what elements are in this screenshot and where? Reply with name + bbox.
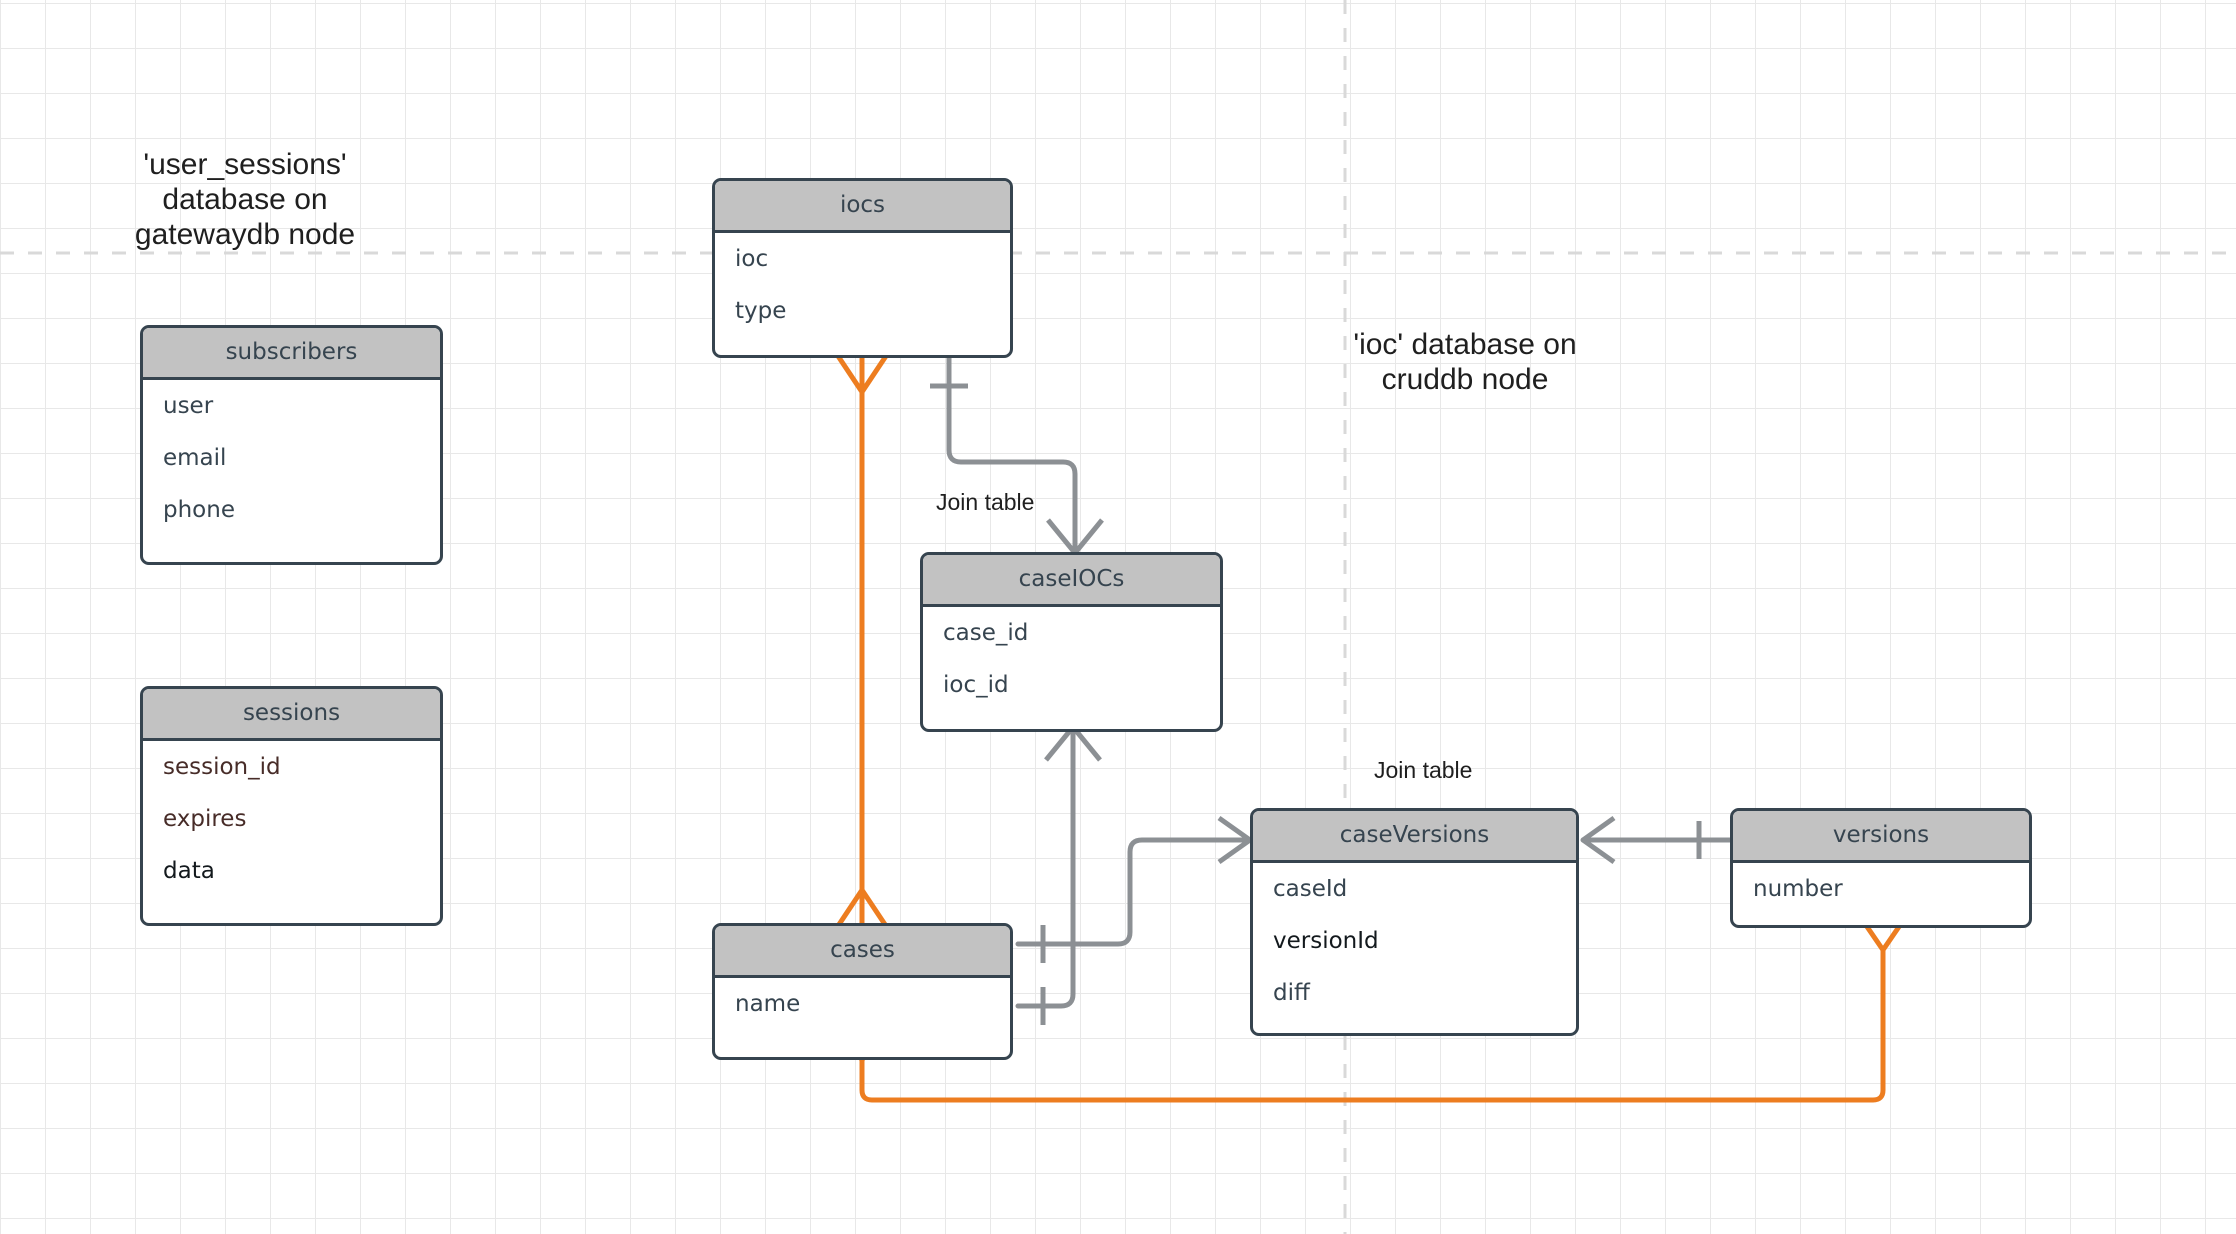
entity-iocs-title: iocs <box>715 181 1010 233</box>
entity-iocs[interactable]: iocs ioc type <box>712 178 1013 358</box>
field-session-id[interactable]: session_id <box>163 754 281 780</box>
field-user[interactable]: user <box>163 393 214 419</box>
entity-caseiocs[interactable]: caseIOCs case_id ioc_id <box>920 552 1223 732</box>
relation-caseversions-to-versions <box>1580 815 1733 865</box>
entity-subscribers[interactable]: subscribers user email phone <box>140 325 443 565</box>
field-email[interactable]: email <box>163 445 227 471</box>
cruddb-note: 'ioc' database on cruddb node <box>1300 328 1630 398</box>
entity-sessions[interactable]: sessions session_id expires data <box>140 686 443 926</box>
field-expires[interactable]: expires <box>163 806 247 832</box>
cruddb-note-line1: 'ioc' database on <box>1353 328 1577 361</box>
entity-sessions-fields: session_id expires data <box>143 741 440 897</box>
field-type[interactable]: type <box>735 298 787 324</box>
field-case-id[interactable]: case_id <box>943 620 1029 646</box>
gatewaydb-note: 'user_sessions' database on gatewaydb no… <box>85 148 405 252</box>
entity-versions[interactable]: versions number <box>1730 808 2032 928</box>
entity-cases-title: cases <box>715 926 1010 978</box>
entity-subscribers-fields: user email phone <box>143 380 440 536</box>
entity-caseversions-fields: caseId versionId diff <box>1253 863 1576 1019</box>
field-ioc-id[interactable]: ioc_id <box>943 672 1009 698</box>
relation-iocs-to-caseiocs <box>930 354 1104 556</box>
gatewaydb-note-line2: database on <box>162 182 328 216</box>
entity-versions-title: versions <box>1733 811 2029 863</box>
field-versionid[interactable]: versionId <box>1273 928 1379 954</box>
gatewaydb-note-line3: gatewaydb node <box>134 217 356 251</box>
field-diff[interactable]: diff <box>1273 980 1310 1006</box>
join-label-caseiocs: Join table <box>936 489 1035 515</box>
entity-sessions-title: sessions <box>143 689 440 741</box>
entity-versions-fields: number <box>1733 863 2029 915</box>
field-data[interactable]: data <box>163 858 215 884</box>
entity-cases-fields: name <box>715 978 1010 1030</box>
entity-caseiocs-fields: case_id ioc_id <box>923 607 1220 711</box>
entity-iocs-fields: ioc type <box>715 233 1010 337</box>
entity-caseversions-title: caseVersions <box>1253 811 1576 863</box>
field-phone[interactable]: phone <box>163 497 235 523</box>
entity-caseiocs-title: caseIOCs <box>923 555 1220 607</box>
relation-iocs-to-cases <box>835 354 889 928</box>
join-label-caseversions: Join table <box>1374 757 1473 783</box>
gatewaydb-note-line1: 'user_sessions' <box>143 148 347 181</box>
field-name[interactable]: name <box>735 991 801 1017</box>
entity-subscribers-title: subscribers <box>143 328 440 380</box>
cruddb-note-line2: cruddb node <box>1381 362 1549 396</box>
relation-caseiocs-to-cases <box>1015 724 1102 1025</box>
relation-cases-to-caseversions <box>1015 815 1253 963</box>
entity-cases[interactable]: cases name <box>712 923 1013 1060</box>
field-ioc[interactable]: ioc <box>735 246 769 272</box>
entity-caseversions[interactable]: caseVersions caseId versionId diff <box>1250 808 1579 1036</box>
field-number[interactable]: number <box>1753 876 1843 902</box>
field-caseid[interactable]: caseId <box>1273 876 1348 902</box>
